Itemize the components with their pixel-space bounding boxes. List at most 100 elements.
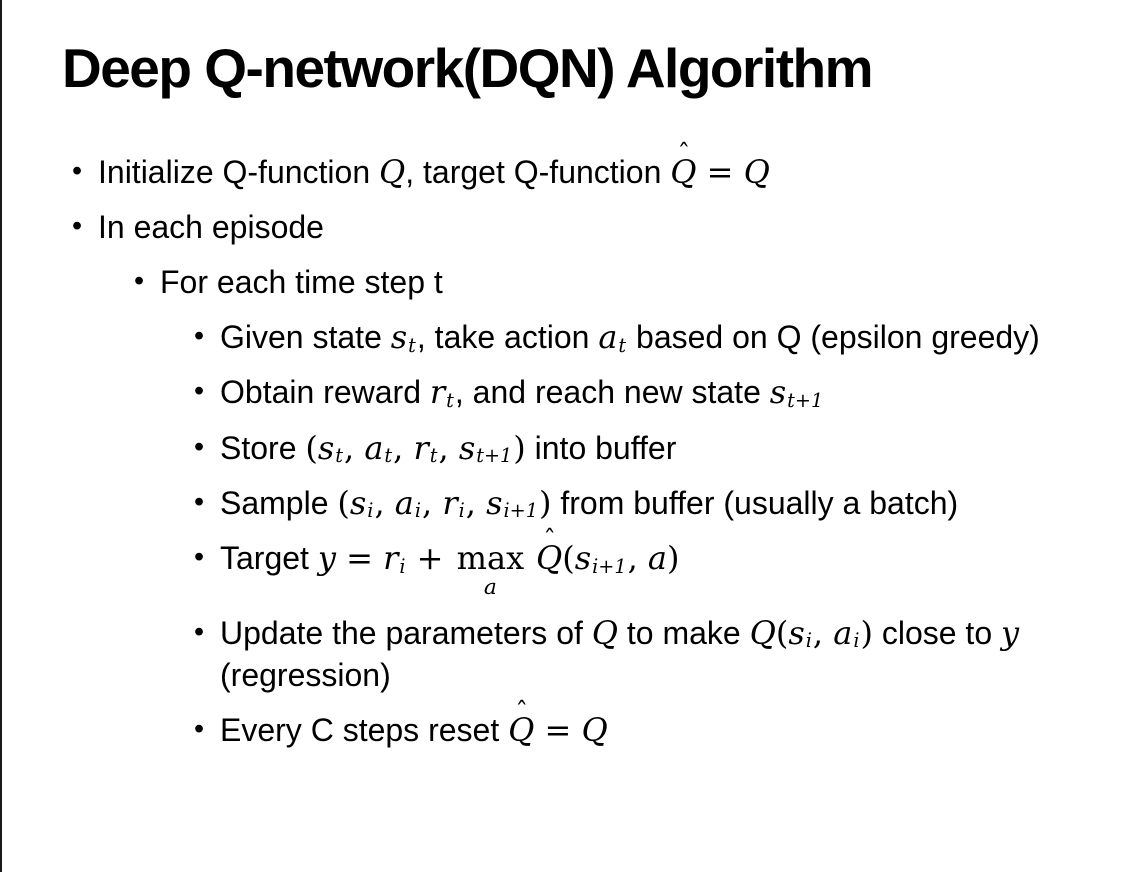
math-segment: ) [860,613,873,652]
math-var: a [647,539,667,578]
bullet-marker: • [134,264,145,297]
math-segment: + [406,539,454,578]
text-segment: , and reach new state [454,374,770,411]
math-var: s [349,483,367,522]
math-var: a [833,613,853,652]
bullet-text: Sample (si, ai, ri, si+1) from buffer (u… [220,482,1068,524]
text-segment: , take action [416,319,599,356]
bullet-marker: • [194,320,205,353]
text-segment: into buffer [525,429,677,466]
bullet-marker: • [194,485,205,518]
math-var: Q [536,539,563,578]
max-operator: max [456,539,525,578]
math-var: s [458,428,476,467]
bullet-marker: • [72,154,83,187]
math-subscript: i [853,629,860,653]
bullet-item: • Obtain reward rt, and reach new state s… [194,371,1068,413]
math-segment: = [534,711,582,750]
text-segment: , target Q-function [405,153,671,190]
math-var: Q [508,711,535,750]
math-subscript: t [446,388,454,412]
hat-accent-icon: ˆ [677,138,691,169]
text-segment: Initialize Q-function [98,153,380,190]
bullet-marker: • [194,541,205,574]
math-var: a [598,318,618,357]
math-var: s [769,373,787,412]
text-segment: from buffer (usually a batch) [551,484,959,521]
bullet-item: •For each time step t [134,261,1068,303]
hat-accent-icon: ˆ [543,525,557,556]
slide-left-edge-line [0,0,2,872]
text-segment: Sample [220,484,338,521]
bullet-item: •In each episode [72,206,1068,248]
math-segment: , [422,483,443,522]
math-subscript: i [458,499,465,523]
bullet-marker: • [72,209,83,242]
math-var: r [413,428,429,467]
bullet-text: Given state st, take action at based on … [220,316,1068,358]
text-segment: based on Q (epsilon greedy) [627,319,1040,356]
text-segment: Store [220,429,306,466]
text-segment [527,540,536,576]
bullet-text: Initialize Q-function Q, target Q-functi… [98,141,1068,193]
text-segment: Given state [220,319,391,356]
math-segment: , [344,428,365,467]
math-subscript: i [805,629,812,653]
math-segment: , [627,539,648,578]
bullet-marker: • [194,615,205,648]
math-subscript: i+1 [592,554,627,578]
math-segment: ( [775,613,789,652]
bullet-item: •Given state st, take action at based on… [194,316,1068,358]
math-segment: , [812,613,834,652]
math-subscript: t [618,333,627,357]
math-segment: ) [513,428,526,467]
math-var: a [364,428,384,467]
math-var: Q [749,613,776,652]
bullet-text: Update the parameters of Q to make Q(si,… [220,612,1068,696]
math-subscript: i [399,554,406,578]
text-segment: Obtain reward [220,374,430,411]
bullet-marker: • [194,430,205,463]
math-subscript: i [414,499,421,523]
text-segment: Target [220,540,318,577]
math-subscript: t [408,333,416,357]
math-segment: = [335,539,384,578]
math-var: s [486,483,503,522]
slide-title: Deep Q-network(DQN) Algorithm [62,37,874,99]
math-subscript: t [429,444,438,468]
math-subscript: t+1 [476,444,513,468]
text-segment: Every C steps reset [220,712,509,749]
math-segment: , [374,483,395,522]
math-var: s [390,318,408,357]
math-var: Q [670,152,697,191]
math-var: Q [743,152,770,191]
text-segment: Update the parameters of [220,614,592,651]
math-segment: , [465,483,487,522]
bullet-marker: • [194,375,205,408]
math-var: Q [581,711,608,750]
math-var: Q [591,613,618,652]
hat-accent-icon: ˆ [515,697,529,728]
math-segment: , [393,428,414,467]
text-segment: close to [872,614,1001,651]
math-var: r [429,373,446,412]
math-subscript: i [367,499,374,523]
bullet-text: Obtain reward rt, and reach new state st… [220,371,1068,413]
math-segment: = [696,152,744,191]
max-under-var: a [483,574,497,600]
bullet-item: • Sample (si, ai, ri, si+1) from buffer (… [194,482,1068,524]
bullet-list: •Initialize Q-function Q, target Q-funct… [0,141,1124,752]
text-segment: to make [618,614,750,651]
math-subscript: t [335,444,343,468]
math-var: a [394,483,414,522]
math-segment: ) [538,483,552,522]
math-var: Q [379,152,406,191]
